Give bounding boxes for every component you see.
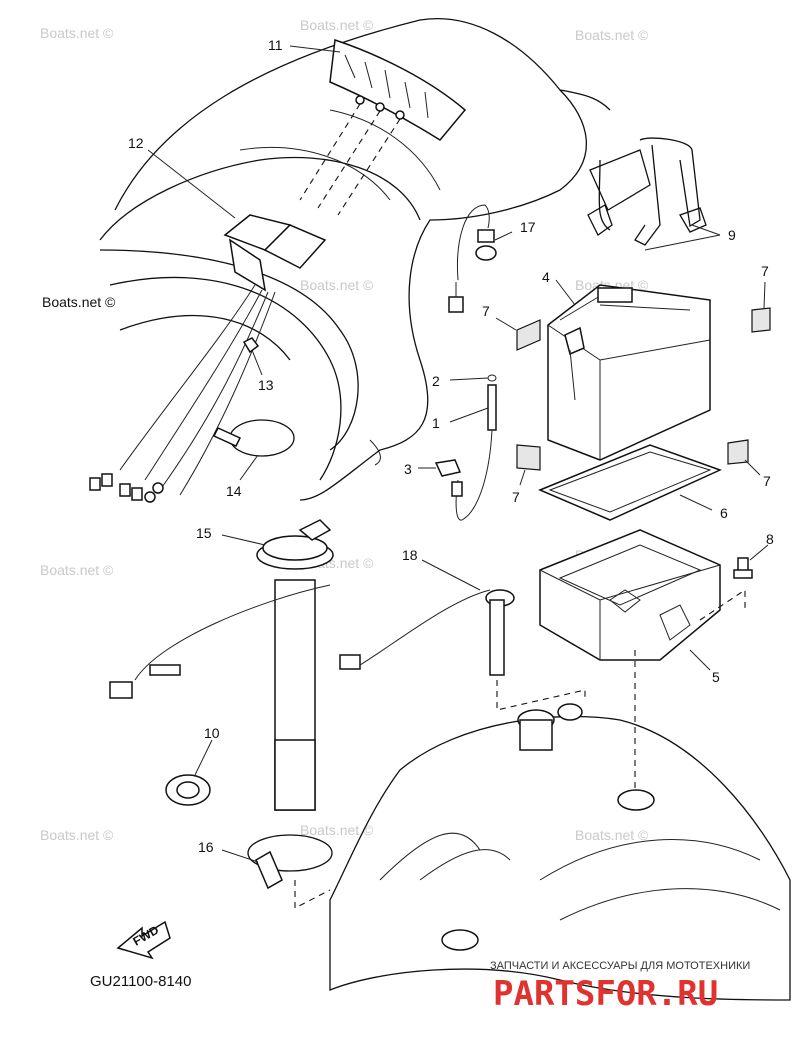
diagram-code: GU21100-8140 (90, 973, 191, 990)
harness-part-12 (89, 214, 327, 503)
part-number-7: 7 (482, 303, 490, 319)
watermark: Boats.net © (575, 27, 649, 43)
battery-band-part-9 (587, 137, 707, 246)
part-number-15: 15 (196, 525, 212, 541)
part-number-14: 14 (226, 483, 242, 499)
brand-logo: PARTSFOR.RU (493, 974, 718, 1014)
meter-part-11 (299, 38, 467, 216)
watermark: Boats.net © (40, 25, 114, 41)
hull-outline (99, 18, 611, 501)
clip-part-13 (242, 337, 260, 354)
battery-box-part-5 (539, 529, 721, 661)
fwd-arrow: FWD (116, 920, 171, 960)
part-labels: 11 12 17 9 4 7 7 2 13 1 3 7 7 14 6 15 8 … (128, 37, 774, 855)
callout-leaders (147, 45, 769, 863)
watermark: Boats.net © (40, 827, 114, 843)
battery-part-4 (547, 284, 711, 461)
part-number-2: 2 (432, 373, 440, 389)
part-number-1: 1 (432, 415, 440, 431)
part-number-7: 7 (761, 263, 769, 279)
watermark: Boats.net © (40, 562, 114, 578)
clamp-part-16 (247, 834, 333, 890)
part-number-11: 11 (268, 37, 283, 53)
watermark: Boats.net © (575, 827, 649, 843)
part-number-8: 8 (766, 531, 774, 547)
part-number-4: 4 (542, 269, 550, 285)
bolt-part-8 (733, 557, 753, 579)
part-number-7: 7 (512, 489, 520, 505)
part-number-18: 18 (402, 547, 418, 563)
sensor-part-18 (339, 589, 515, 676)
part-number-9: 9 (728, 227, 736, 243)
fuel-tank (329, 703, 791, 1001)
watermark: Boats.net © (300, 17, 374, 33)
part-number-5: 5 (712, 669, 720, 685)
part-number-6: 6 (720, 505, 728, 521)
leader-lines (294, 588, 746, 909)
battery-mat-part-6 (538, 444, 722, 521)
watermark: Boats.net © (300, 822, 374, 838)
hose-parts (434, 374, 497, 521)
brand-tagline: ЗАПЧАСТИ И АКСЕССУАРЫ ДЛЯ МОТОТЕХНИКИ (490, 960, 750, 972)
watermark-dark: Boats.net © (42, 294, 116, 310)
fuel-sender-part-15 (109, 519, 334, 811)
part-number-7: 7 (763, 473, 771, 489)
part-number-10: 10 (204, 725, 220, 741)
part-number-17: 17 (520, 219, 536, 235)
part-number-16: 16 (198, 839, 214, 855)
part-number-13: 13 (258, 377, 274, 393)
part-number-3: 3 (404, 461, 412, 477)
band-part-14 (212, 419, 295, 457)
grommet-part-10 (165, 774, 211, 806)
part-number-12: 12 (128, 135, 144, 151)
watermark: Boats.net © (300, 277, 374, 293)
pad-part-7 (516, 307, 771, 471)
part-17 (448, 204, 497, 313)
